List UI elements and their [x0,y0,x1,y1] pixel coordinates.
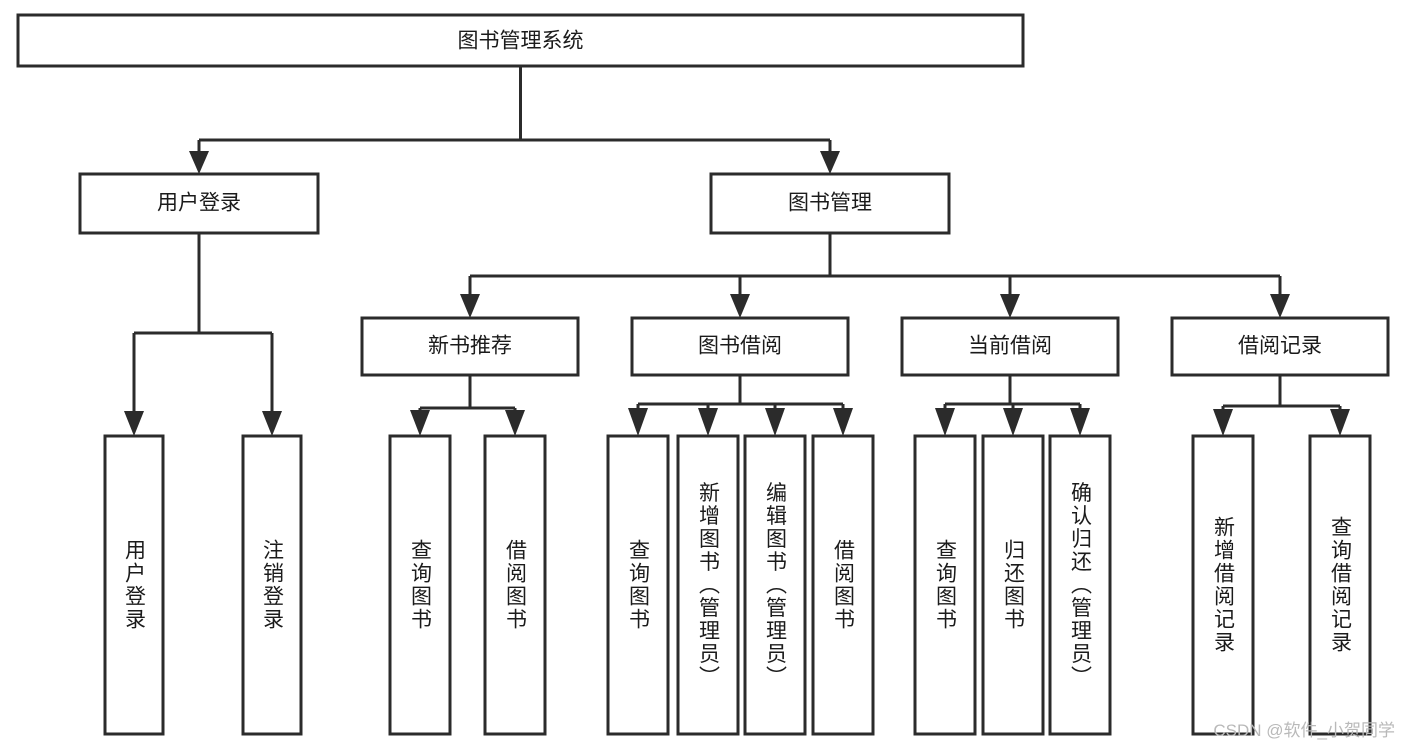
node-query-book-2-label: 查询图书 [627,539,651,631]
node-borrow-book-2-box [811,434,875,736]
arrow-head-user-login-leaf [124,411,144,436]
node-borrow-book-1-box [483,434,547,736]
node-query-book-1-label: 查询图书 [409,539,433,631]
node-query-book-1[interactable]: 查询图书 [388,434,452,736]
node-return-book-label: 归还图书 [1002,539,1026,631]
node-query-borrow-record[interactable]: 查询借阅记录 [1308,434,1372,736]
arrow-head-borrow-book-2 [833,408,853,436]
arrow-head-query-book-2 [628,408,648,436]
node-user-login-leaf[interactable]: 用户登录 [103,434,165,736]
connector-group-root [189,66,840,174]
arrow-head-query-borrow-record [1330,409,1350,436]
node-new-book-recommend-label: 新书推荐 [428,335,512,358]
arrow-head-query-book-3 [935,408,955,436]
arrow-head-borrow-book-1 [505,410,525,436]
node-borrow-record-box [1170,316,1390,377]
arrow-head-current-borrow [1000,294,1020,318]
arrow-head-book-management [820,151,840,174]
node-confirm-return-admin-box [1048,434,1112,736]
node-return-book-box [981,434,1045,736]
node-user-login[interactable]: 用户登录 [78,172,320,235]
arrow-head-borrow-record [1270,294,1290,318]
node-book-management-label: 图书管理 [788,192,872,215]
connector-group-book-management [460,233,1290,318]
connector-group-user-login [124,233,282,436]
node-current-borrow-label: 当前借阅 [968,335,1052,358]
node-user-login-label: 用户登录 [157,192,241,215]
node-add-book-admin[interactable]: 新增图书（管理员） [676,434,740,736]
arrow-head-query-book-1 [410,410,430,436]
arrow-head-new-book-recommend [460,294,480,318]
node-add-book-admin-box [676,434,740,736]
node-user-login-leaf-box [103,434,165,736]
node-add-borrow-record[interactable]: 新增借阅记录 [1191,434,1255,736]
node-return-book[interactable]: 归还图书 [981,434,1045,736]
arrow-head-add-borrow-record [1213,409,1233,436]
node-edit-book-admin-box [743,434,807,736]
node-confirm-return-admin-label: 确认归还（管理员） [1069,482,1093,689]
node-query-book-3-box [913,434,977,736]
node-borrow-record-label: 借阅记录 [1238,335,1322,358]
node-user-login-leaf-label: 用户登录 [123,539,147,631]
node-root[interactable]: 图书管理系统 [16,13,1025,68]
arrow-head-add-book-admin [698,408,718,436]
node-add-borrow-record-box [1191,434,1255,736]
node-borrow-book-2[interactable]: 借阅图书 [811,434,875,736]
node-borrow-book-1[interactable]: 借阅图书 [483,434,547,736]
node-borrow-book-2-label: 借阅图书 [832,539,856,631]
node-book-borrow[interactable]: 图书借阅 [630,316,850,377]
node-book-borrow-label: 图书借阅 [698,335,782,358]
node-add-borrow-record-label: 新增借阅记录 [1212,516,1236,654]
connector-group-new-book-recommend [410,375,525,436]
node-confirm-return-admin[interactable]: 确认归还（管理员） [1048,434,1112,736]
node-book-management[interactable]: 图书管理 [709,172,951,235]
node-edit-book-admin-label: 编辑图书（管理员） [764,482,788,689]
node-new-book-recommend-box [360,316,580,377]
node-user-logout-leaf-label: 注销登录 [261,539,285,631]
connector-group-borrow-record [1213,375,1350,436]
arrow-head-user-login [189,151,209,174]
arrow-head-book-borrow [730,294,750,318]
csdn-watermark: CSDN @软件_小贺同学 [1213,721,1395,740]
connector-group-current-borrow [935,375,1090,436]
node-user-login-box [78,172,320,235]
node-book-management-box [709,172,951,235]
node-current-borrow-box [900,316,1120,377]
node-edit-book-admin[interactable]: 编辑图书（管理员） [743,434,807,736]
node-query-book-2-box [606,434,670,736]
node-query-book-2[interactable]: 查询图书 [606,434,670,736]
node-new-book-recommend[interactable]: 新书推荐 [360,316,580,377]
arrow-head-return-book [1003,408,1023,436]
node-borrow-record[interactable]: 借阅记录 [1170,316,1390,377]
connector-group-book-borrow [628,375,853,436]
arrow-head-confirm-return-admin [1070,408,1090,436]
node-user-logout-leaf-box [241,434,303,736]
node-query-book-3[interactable]: 查询图书 [913,434,977,736]
node-query-borrow-record-box [1308,434,1372,736]
node-add-book-admin-label: 新增图书（管理员） [697,482,721,689]
node-root-label: 图书管理系统 [458,30,584,53]
node-user-logout-leaf[interactable]: 注销登录 [241,434,303,736]
node-query-book-1-box [388,434,452,736]
node-root-box [16,13,1025,68]
node-query-borrow-record-label: 查询借阅记录 [1329,516,1353,654]
node-book-borrow-box [630,316,850,377]
arrow-head-edit-book-admin [765,408,785,436]
node-borrow-book-1-label: 借阅图书 [504,539,528,631]
node-query-book-3-label: 查询图书 [934,539,958,631]
arrow-head-user-logout-leaf [262,411,282,436]
node-current-borrow[interactable]: 当前借阅 [900,316,1120,377]
